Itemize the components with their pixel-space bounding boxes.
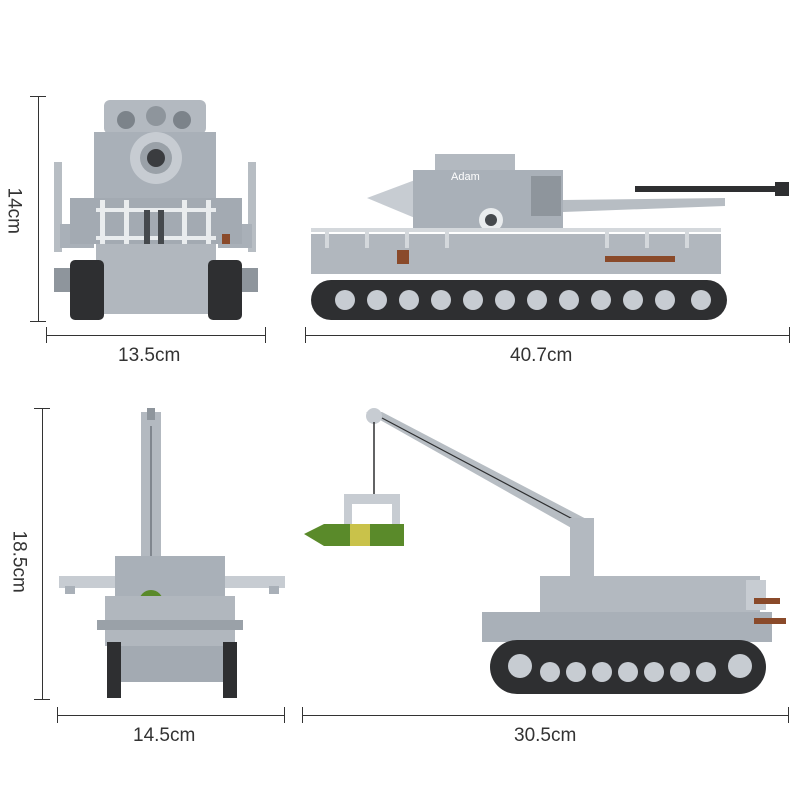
dimension-tick	[30, 96, 46, 97]
dimension-tick	[34, 408, 50, 409]
crane-width-dimension-line	[57, 715, 285, 716]
crane-side-length-label: 30.5cm	[514, 725, 577, 746]
dimension-tick	[265, 327, 266, 343]
crane-front-model	[59, 408, 285, 698]
side-length-label: 40.7cm	[510, 345, 573, 366]
nameplate-text: Adam	[451, 171, 480, 183]
crane-front-width-label: 14.5cm	[133, 725, 196, 746]
dimension-tick	[305, 327, 306, 343]
dimension-tick	[34, 699, 50, 700]
mortar-front-model	[54, 100, 258, 320]
dimension-tick	[302, 707, 303, 723]
dimension-tick	[30, 321, 46, 322]
front-width-label: 13.5cm	[118, 345, 181, 366]
dimension-tick	[788, 707, 789, 723]
dimension-tick	[57, 707, 58, 723]
mortar-side-model	[311, 154, 789, 320]
crane-side-model	[304, 408, 786, 694]
dimension-tick	[789, 327, 790, 343]
dimension-tick	[284, 707, 285, 723]
crane-front-height-label: 18.5cm	[8, 530, 30, 593]
length-dimension-line	[305, 335, 790, 336]
height-dimension-line	[38, 96, 39, 322]
crane-height-dimension-line	[42, 408, 43, 700]
dimension-tick	[46, 327, 47, 343]
crane-length-dimension-line	[302, 715, 789, 716]
width-dimension-line	[46, 335, 266, 336]
front-height-label: 14cm	[3, 187, 25, 234]
